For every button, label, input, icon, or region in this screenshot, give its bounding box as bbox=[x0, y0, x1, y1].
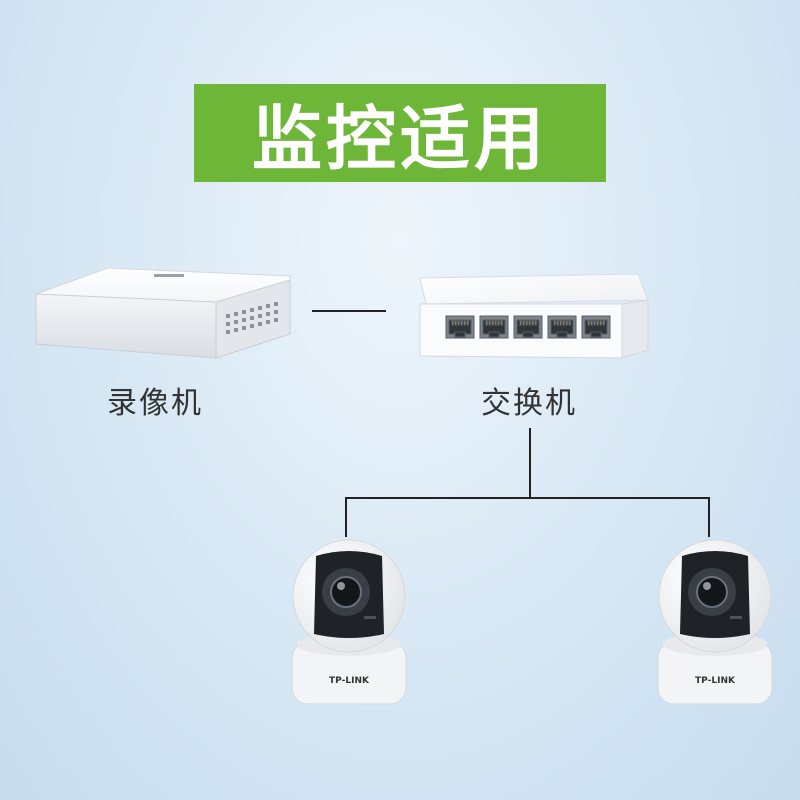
link-switch-down bbox=[529, 428, 531, 498]
banner-title: 监控适用 bbox=[252, 83, 548, 184]
ethernet-port-icon bbox=[480, 316, 508, 338]
recorder-label: 录像机 bbox=[90, 378, 220, 422]
nvr-recorder-icon bbox=[28, 262, 298, 362]
ethernet-port-icon bbox=[582, 316, 610, 338]
link-camera-2 bbox=[708, 497, 710, 537]
ip-camera-icon: TP-LINK bbox=[284, 538, 414, 708]
link-recorder-switch bbox=[312, 310, 386, 312]
ethernet-port-icon bbox=[514, 316, 542, 338]
camera-brand-label: TP-LINK bbox=[329, 676, 370, 686]
ip-camera-icon: TP-LINK bbox=[650, 538, 780, 708]
ethernet-port-icon bbox=[548, 316, 576, 338]
network-switch-icon bbox=[412, 270, 652, 362]
ethernet-port-icon bbox=[446, 316, 474, 338]
title-banner: 监控适用 bbox=[194, 84, 606, 182]
link-camera-1 bbox=[345, 497, 347, 537]
camera-brand-label: TP-LINK bbox=[695, 676, 736, 686]
link-branch bbox=[345, 497, 710, 499]
switch-label: 交换机 bbox=[464, 378, 594, 422]
